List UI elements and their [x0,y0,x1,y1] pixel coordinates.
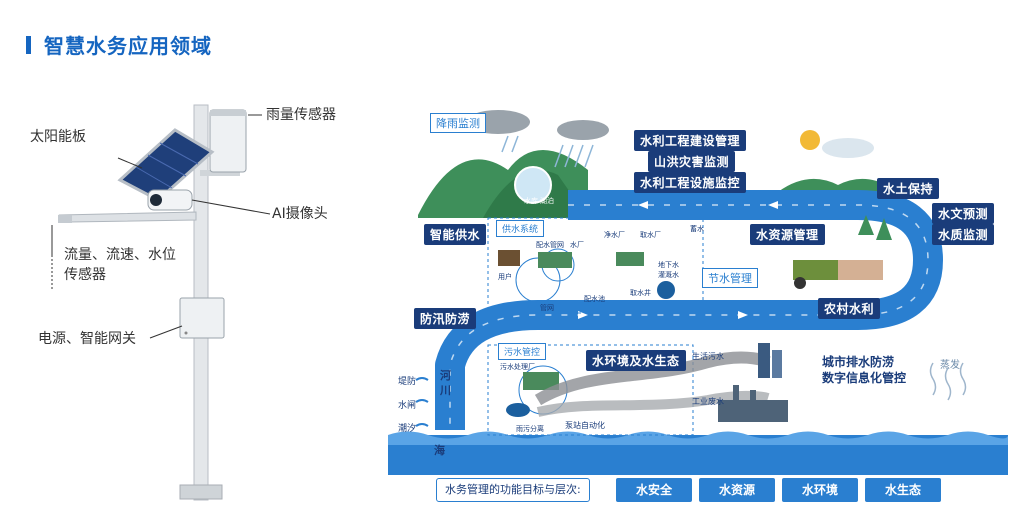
page-title: 智慧水务应用领域 [44,34,212,58]
label-soil-conservation: 水土保持 [877,178,940,199]
water-management-diagram [388,110,1008,475]
title-accent-bar [26,36,31,54]
tractor-icon [793,260,838,280]
label-flash-flood: 山洪灾害监测 [648,151,736,172]
evaporation-icon [929,362,967,401]
node-rain-sewage-split: 雨污分离 [516,425,544,433]
sewage-control-box [487,344,694,436]
node-sewage-plant: 污水处理厂 [500,363,535,371]
supply-system-box [487,217,704,314]
water-saving-label: 节水管理 [702,268,758,288]
power-gateway-label: 电源、智能网关 [38,331,136,347]
factory-icon [718,400,788,422]
river-label: 河川 [440,369,451,397]
label-city-drainage-2: 数字信息化管控 [822,371,907,385]
node-purification: 净水厂 [604,231,625,239]
node-user: 用户 [498,273,512,281]
node-intake-well: 取水井 [630,289,651,297]
rain-monitor-label: 降雨监测 [430,113,486,133]
lake-label: 湖泊 [540,197,554,205]
side-label-sluice: 水闸 [398,401,417,411]
label-water-environment: 水环境及水生态 [586,350,686,371]
supply-system-label: 供水系统 [496,220,545,237]
reservoir-label: 水库 [524,197,538,205]
rain-gauge [209,109,247,173]
sewage-control-label: 污水管控 [498,343,547,360]
solar-panel-label: 太阳能板 [30,129,86,145]
rain-sensor-label: 雨量传感器 [266,107,336,123]
industrial-wastewater-label: 工业废水 [692,397,724,406]
pole-base [179,484,223,500]
control-box [179,297,225,339]
node-pipe-network: 配水管网 [536,241,564,249]
tag-water-resources: 水资源 [699,478,775,502]
node-irrigation: 灌溉水 [658,271,679,279]
ai-camera-label: AI摄像头 [272,206,328,222]
label-hydrology-forecast: 水文预测 [932,203,995,224]
label-smart-supply: 智能供水 [424,224,487,245]
node-storage: 蓄水 [690,225,704,233]
label-rural-water: 农村水利 [818,298,881,319]
label-construction-mgmt: 水利工程建设管理 [634,130,747,151]
flow-sensor-label-line1: 流量、流速、水位 [64,247,176,263]
tag-water-environment: 水环境 [782,478,858,502]
node-pipes: 管网 [540,304,554,312]
city-building-icon [758,343,770,378]
node-intake: 取水厂 [640,231,661,239]
flow-sensor-label-line2: 传感器 [64,267,106,283]
sea-label: 海 [434,444,445,457]
domestic-sewage-label: 生活污水 [692,352,724,361]
node-pump-station: 泵站自动化 [565,421,605,430]
node-groundwater: 地下水 [658,261,679,269]
tag-water-security: 水安全 [616,478,692,502]
evaporation-label: 蒸发 [940,360,960,371]
side-label-tide: 潮汐 [398,424,417,434]
label-water-quality: 水质监测 [932,224,995,245]
bottom-caption: 水务管理的功能目标与层次: [436,478,590,502]
node-waterworks: 水厂 [570,241,584,249]
label-water-resources: 水资源管理 [750,224,825,245]
side-label-dike: 堤防 [398,377,417,387]
label-facility-monitor: 水利工程设施监控 [634,172,747,193]
sun-icon [800,130,820,150]
label-city-drainage-1: 城市排水防涝 [822,355,895,369]
label-flood-prevention: 防汛防涝 [414,308,477,329]
monitoring-pole-illustration [51,104,271,501]
tag-water-ecology: 水生态 [865,478,941,502]
node-distribution-pool: 配水池 [584,295,605,303]
